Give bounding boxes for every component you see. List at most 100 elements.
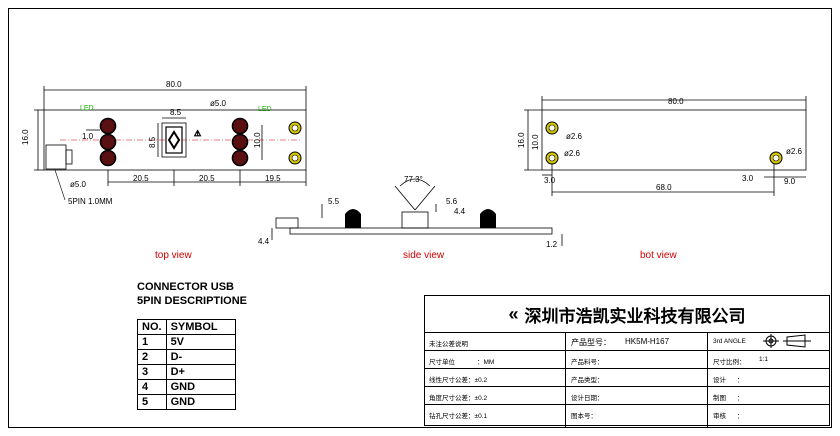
dim-bot-68: 68.0: [656, 183, 672, 192]
bot-view: [524, 96, 807, 196]
tb-linear-tol: 线性尺寸公差：±0.2: [429, 377, 488, 384]
dim-top-pitch: 1.0: [82, 132, 94, 141]
pin-no: 5: [137, 394, 167, 410]
tb-review-value: ：: [737, 413, 744, 420]
dim-bot-3a: 3.0: [544, 176, 556, 185]
pin-table-header: NO. SYMBOL: [137, 319, 236, 335]
tb-angle: 3rd ANGLE: [713, 338, 746, 345]
tb-model-value: HK5M-H167: [625, 337, 670, 346]
connector-subtitle: 5PIN DESCRIPTIONE: [137, 295, 248, 307]
dim-bot-hole2: ø2.6: [564, 149, 581, 158]
drawing-frame: [8, 8, 832, 428]
pin-symbol: D+: [165, 364, 236, 380]
dim-side-56: 5.6: [446, 197, 458, 206]
company-logo-icon: «: [508, 303, 519, 324]
dim-side-angle: 77.3°: [404, 175, 423, 184]
connector-note: 5PIN 1.0MM: [68, 197, 113, 206]
dim-side-44b: 4.4: [454, 207, 466, 216]
dim-top-height: 16.0: [21, 129, 30, 145]
pin-symbol-header: SYMBOL: [165, 319, 236, 335]
led-pad: [231, 133, 249, 151]
tb-draft-value: ：: [737, 395, 744, 402]
projection-icon: [763, 334, 811, 348]
top-view-label: top view: [155, 250, 192, 261]
tb-design-date: 设计日期：: [571, 395, 604, 402]
side-led-left: [345, 209, 361, 228]
pin-no: 2: [137, 349, 167, 365]
led-pad: [99, 133, 117, 151]
dim-bot-height: 16.0: [517, 132, 526, 148]
title-block: « 深圳市浩凯实业科技有限公司 未注公差说明 产品型号： HK5M-H167 3…: [424, 295, 830, 427]
led-pads-left: [99, 117, 117, 167]
led-label-right: LED: [258, 106, 272, 113]
usb-connector-body: [65, 149, 73, 165]
tb-draft-label: 制图: [713, 395, 726, 402]
dim-bot-hole1: ø2.6: [566, 132, 583, 141]
tb-product-type: 产品类型：: [571, 377, 604, 384]
side-view-board: [289, 227, 553, 235]
top-view: ⚠: [34, 86, 307, 186]
dim-top-c: 19.5: [265, 174, 281, 183]
led-pad: [99, 149, 117, 167]
dim-top-lens: 8.5: [170, 108, 182, 117]
tb-scale-value: 1:1: [759, 356, 769, 363]
dim-side-12: 1.2: [546, 240, 558, 249]
dim-top-b: 20.5: [199, 174, 215, 183]
bot-view-label: bot view: [640, 250, 677, 261]
side-view: [271, 178, 563, 246]
led-pad: [231, 149, 249, 167]
dim-bot-hole3: ø2.6: [786, 147, 803, 156]
dim-top-pad-right: ø5.0: [210, 99, 227, 108]
dim-top-a: 20.5: [133, 174, 149, 183]
tb-tolerance-note: 未注公差说明: [429, 341, 468, 348]
usb-connector: [45, 144, 67, 170]
dim-side-55: 5.5: [328, 197, 340, 206]
dim-bot-length: 80.0: [668, 97, 684, 106]
tb-review-label: 审核: [713, 413, 726, 420]
dim-top-lens-v: 8.5: [148, 136, 157, 148]
side-view-label: side view: [403, 250, 445, 261]
top-view-board: [43, 109, 307, 171]
dim-bot-3b: 3.0: [742, 174, 754, 183]
tb-part-no: 产品料号：: [571, 359, 604, 366]
tb-angle-tol: 角度尺寸公差：±0.2: [429, 395, 488, 402]
pin-no: 4: [137, 379, 167, 395]
pin-no: 1: [137, 334, 167, 350]
dim-top-length: 80.0: [166, 80, 182, 89]
dim-side-44a: 4.4: [258, 237, 270, 246]
pin-symbol: D-: [165, 349, 236, 365]
tb-drill-tol: 钻孔尺寸公差：±0.1: [429, 413, 488, 420]
tb-unit-label: 尺寸单位: [429, 359, 455, 366]
pin-no-header: NO.: [137, 319, 167, 335]
led-pad: [99, 117, 117, 135]
led-pad: [231, 117, 249, 135]
company-name-text: 深圳市浩凯实业科技有限公司: [524, 306, 746, 326]
pin-symbol: 5V: [165, 334, 236, 350]
side-lens-base: [401, 211, 429, 229]
dim-top-v10: 10.0: [253, 132, 262, 148]
pin-no: 3: [137, 364, 167, 380]
pin-symbol: GND: [165, 379, 236, 395]
bot-view-board: [541, 109, 807, 171]
pin-symbol: GND: [165, 394, 236, 410]
ground-symbol: ⚠: [194, 129, 201, 138]
tb-model-label: 产品型号：: [571, 338, 611, 347]
tb-design-label: 设计: [713, 377, 726, 384]
camera-lens-icon: [165, 126, 183, 154]
tb-design-value: ：: [737, 377, 744, 384]
tb-drawing-no: 图本号：: [571, 413, 597, 420]
connector-title: CONNECTOR USB: [137, 281, 234, 293]
dim-top-pad-left: ø5.0: [70, 180, 87, 189]
company-name: « 深圳市浩凯实业科技有限公司: [425, 296, 829, 333]
side-connector: [275, 217, 299, 229]
led-label-left: LED: [80, 105, 94, 112]
tb-unit-value: ：MM: [477, 359, 495, 366]
tb-scale-label: 尺寸比例：: [713, 359, 746, 366]
